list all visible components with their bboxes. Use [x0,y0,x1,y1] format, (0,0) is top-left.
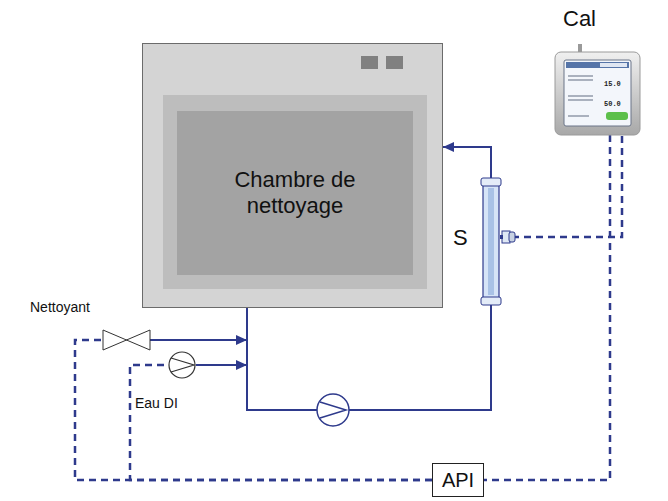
screen-text-line [568,99,593,100]
device-tab [578,44,582,52]
connector-path [150,308,247,340]
screen-header [566,62,629,68]
connector-path [75,340,432,480]
sensor-drawing [482,178,500,305]
fluid-line [443,142,491,178]
signal-line [75,340,432,480]
signal-line [500,135,622,237]
arrowhead [443,142,454,152]
pump-circle [169,352,195,378]
plc-box: API [432,463,484,497]
connector-path [247,305,491,410]
pump-circle [317,394,349,426]
chamber-label: Chambre de nettoyage [210,167,380,220]
sensor-core [488,188,494,295]
pump-label: Eau DI [135,396,178,411]
device-body [555,52,640,135]
indicator-square [386,56,403,69]
arrowhead [236,360,247,370]
sensor-connector-base [500,235,503,239]
signal-line [130,365,432,480]
sensor-connector-cap [509,232,515,242]
sensor-cap [481,178,501,186]
circulation-pump-symbol [317,394,349,426]
cleaning-chamber: Chambre de nettoyage [142,43,443,308]
connector-path [443,147,491,178]
screen-text-line [568,115,589,116]
sensor-label: S [453,226,468,250]
connector-path [130,365,432,480]
fluid-line [150,308,247,345]
sensor: S [482,178,500,305]
screen-value: 50.0 [604,101,621,108]
fluid-line [247,305,491,410]
screen-text-line [568,79,593,80]
valve: Nettoyant [103,330,150,350]
pump-chevron [320,402,346,418]
valve-symbol [103,330,150,350]
screen-value: 15.0 [604,81,621,88]
sensor-cap [481,297,501,305]
screen-text-line [568,95,593,96]
water-pump: Eau DI [168,351,196,379]
chamber-window [177,111,413,275]
chamber-text-area: Chambre de nettoyage [177,111,413,275]
plc-label: API [442,469,474,491]
indicator-square [361,56,378,69]
device-screen [564,60,631,126]
chamber-frame [163,95,427,289]
screen-button [606,112,628,120]
valve-label: Nettoyant [30,300,90,315]
device-label: Cal [563,7,596,31]
connector-path [196,308,247,365]
screen-header-bar [600,63,627,67]
arrowhead [236,335,247,345]
connector-path [500,135,622,237]
calibrator-drawing [555,52,640,135]
valve-bowtie [103,330,150,350]
calibrator-device: Cal [555,52,640,135]
fluid-line [196,308,247,370]
screen-text-line [568,75,593,76]
connector-path [484,135,610,480]
pump-chevron [171,358,194,372]
signal-line [484,135,610,480]
pump-symbol [168,351,196,379]
sensor-tube [483,184,499,299]
